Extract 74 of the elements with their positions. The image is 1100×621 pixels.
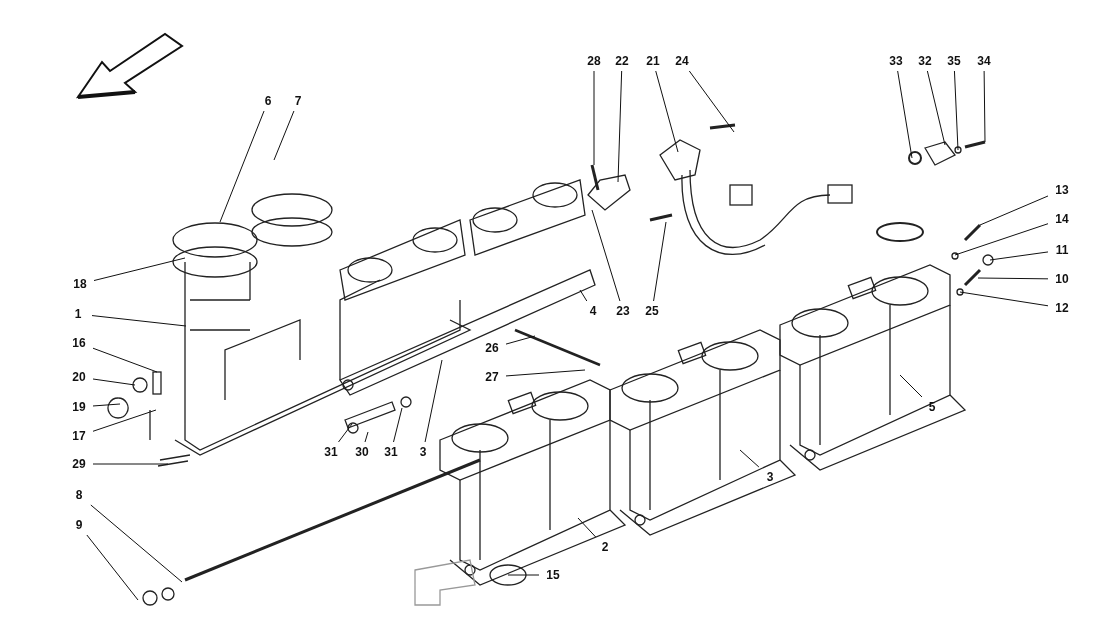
callout-number: 21 bbox=[641, 53, 665, 69]
callout-number: 28 bbox=[582, 53, 606, 69]
leader-line bbox=[688, 70, 735, 133]
callout-number: 10 bbox=[1050, 271, 1074, 287]
leader-line bbox=[505, 369, 586, 377]
callout-number: 6 bbox=[256, 93, 280, 109]
callout-number: 29 bbox=[67, 456, 91, 472]
callout-number: 1 bbox=[66, 306, 90, 322]
callout-number: 17 bbox=[67, 428, 91, 444]
callout-number: 3 bbox=[411, 444, 435, 460]
leader-line bbox=[897, 70, 913, 159]
callout-number: 31 bbox=[319, 444, 343, 460]
callout-number: 8 bbox=[67, 487, 91, 503]
callout-number: 24 bbox=[670, 53, 694, 69]
leader-line bbox=[93, 257, 186, 282]
callout-number: 19 bbox=[67, 399, 91, 415]
leader-line bbox=[959, 291, 1049, 307]
callout-number: 22 bbox=[610, 53, 634, 69]
callout-number: 12 bbox=[1050, 300, 1074, 316]
callout-number: 16 bbox=[67, 335, 91, 351]
callout-number: 20 bbox=[67, 369, 91, 385]
leader-line bbox=[989, 251, 1049, 261]
callout-number: 34 bbox=[972, 53, 996, 69]
leader-line bbox=[655, 70, 679, 153]
leader-line bbox=[577, 517, 597, 538]
leader-line bbox=[92, 409, 157, 432]
callout-number: 25 bbox=[640, 303, 664, 319]
leader-line bbox=[591, 209, 621, 302]
leader-line bbox=[977, 277, 1049, 280]
leader-line bbox=[92, 463, 169, 465]
leader-line bbox=[954, 223, 1049, 256]
leader-line bbox=[393, 407, 403, 443]
leader-line bbox=[338, 423, 353, 443]
leader-line bbox=[424, 359, 443, 443]
leader-line bbox=[926, 70, 946, 146]
leader-line bbox=[91, 315, 187, 327]
leader-line bbox=[739, 449, 760, 468]
callout-number: 2 bbox=[593, 539, 617, 555]
callout-number: 23 bbox=[611, 303, 635, 319]
leader-line bbox=[507, 574, 540, 576]
callout-number: 18 bbox=[68, 276, 92, 292]
callout-number: 7 bbox=[286, 93, 310, 109]
callout-number: 32 bbox=[913, 53, 937, 69]
callout-number: 31 bbox=[379, 444, 403, 460]
leader-line bbox=[983, 70, 986, 143]
callout-number: 9 bbox=[67, 517, 91, 533]
leader-line bbox=[86, 534, 139, 601]
callout-number: 33 bbox=[884, 53, 908, 69]
leader-line bbox=[219, 110, 265, 223]
leader-line bbox=[90, 504, 183, 583]
leader-line bbox=[364, 431, 369, 443]
callout-number: 3 bbox=[758, 469, 782, 485]
callout-number: 26 bbox=[480, 340, 504, 356]
callout-number: 4 bbox=[581, 303, 605, 319]
leader-line bbox=[92, 378, 136, 386]
callout-number: 35 bbox=[942, 53, 966, 69]
callout-number: 13 bbox=[1050, 182, 1074, 198]
leader-line bbox=[979, 195, 1049, 226]
leader-line bbox=[653, 221, 667, 302]
leader-line bbox=[899, 374, 923, 398]
leader-line bbox=[505, 335, 536, 345]
callout-number: 30 bbox=[350, 444, 374, 460]
callout-number: 15 bbox=[541, 567, 565, 583]
leader-line bbox=[273, 110, 295, 161]
leader-line bbox=[92, 403, 121, 407]
leader-line bbox=[953, 70, 959, 151]
leader-line bbox=[593, 70, 595, 166]
callout-number: 14 bbox=[1050, 211, 1074, 227]
callout-number: 5 bbox=[920, 399, 944, 415]
callout-number: 11 bbox=[1050, 242, 1074, 258]
leader-line bbox=[617, 70, 623, 183]
leader-line bbox=[579, 289, 588, 302]
leader-line bbox=[92, 347, 158, 373]
callout-number: 27 bbox=[480, 369, 504, 385]
